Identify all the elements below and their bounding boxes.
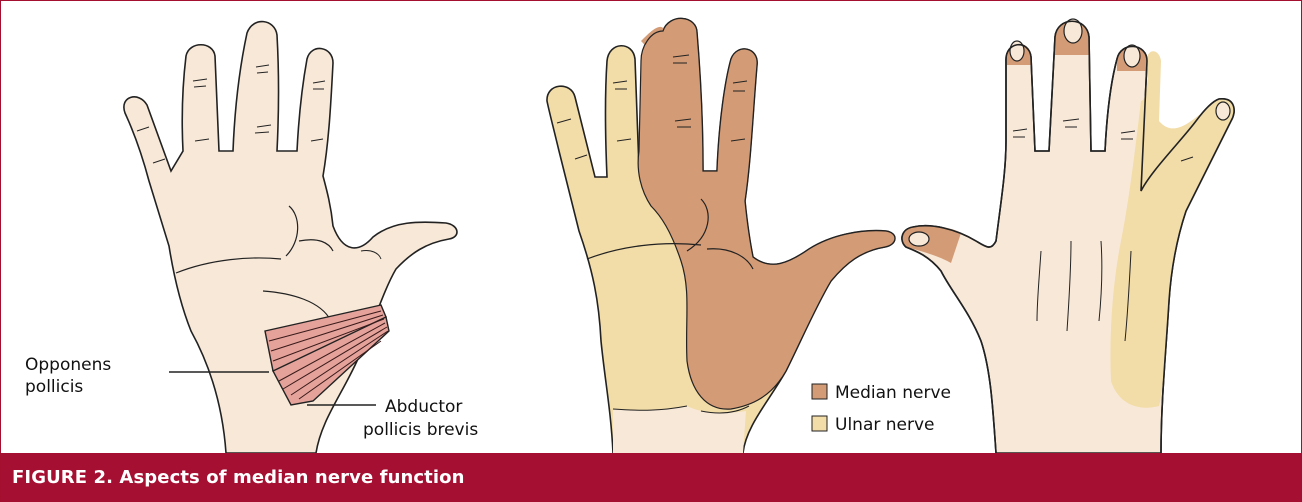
figure-caption: FIGURE 2. Aspects of median nerve functi…: [1, 467, 465, 488]
legend-median-swatch: [812, 384, 827, 399]
left-hand: [124, 22, 457, 453]
figure-illustration: Opponens pollicis Abductor pollicis brev…: [1, 1, 1301, 453]
legend-ulnar-swatch: [812, 416, 827, 431]
opponens-label-line1: Opponens: [25, 355, 111, 375]
legend-ulnar-label: Ulnar nerve: [835, 415, 935, 435]
legend: Median nerve Ulnar nerve: [812, 383, 951, 435]
right-hand: [902, 19, 1234, 453]
legend-median-label: Median nerve: [835, 383, 951, 403]
caption-bar: FIGURE 2. Aspects of median nerve functi…: [1, 453, 1301, 501]
abductor-label-line1: Abductor: [385, 397, 462, 417]
abductor-label-line2: pollicis brevis: [363, 420, 478, 440]
opponens-label-line2: pollicis: [25, 377, 83, 397]
hands-illustration: Opponens pollicis Abductor pollicis brev…: [1, 1, 1301, 453]
